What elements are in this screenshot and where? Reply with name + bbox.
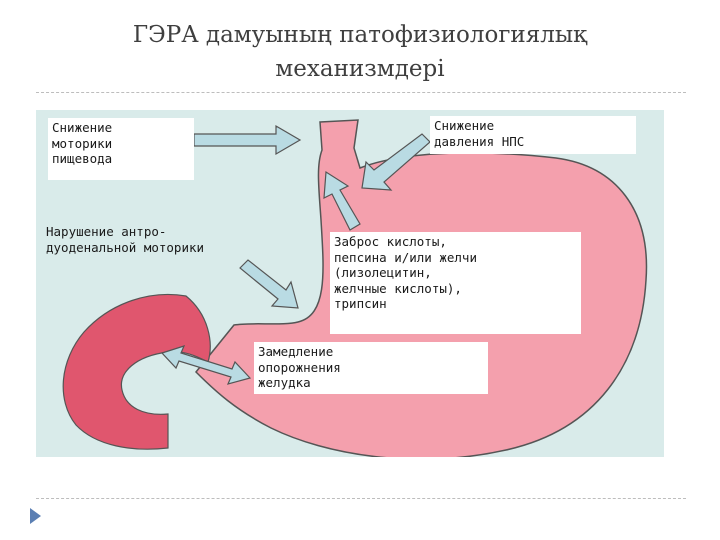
arrow-reflux	[323, 170, 361, 231]
top-divider	[36, 92, 686, 93]
label-gastric-emptying: Замедление опорожнения желудка	[254, 342, 488, 394]
slide-bullet-icon	[30, 508, 41, 524]
bottom-divider	[36, 498, 686, 499]
label-antroduodenal-motility: Нарушение антро- дуоденальной моторики	[46, 224, 205, 255]
arrow-esophagus-motility	[193, 124, 302, 156]
arrow-antroduodenal	[239, 259, 299, 309]
title-line-1: ГЭРА дамуының патофизиологиялық	[132, 22, 588, 48]
arrow-les-pressure	[361, 133, 431, 191]
label-esophagus-motility: Снижение моторики пищевода	[48, 118, 194, 180]
slide-title: ГЭРА дамуының патофизиологиялық механизм…	[60, 18, 660, 86]
label-les-pressure: Снижение давления НПС	[430, 116, 636, 154]
duodenum-shape	[62, 293, 211, 450]
gerd-pathophysiology-figure: Снижение моторики пищевода Снижение давл…	[36, 110, 664, 457]
label-reflux: Заброс кислоты, пепсина и/или желчи (лиз…	[330, 232, 581, 334]
arrow-gastric-emptying	[160, 345, 252, 385]
title-line-2: механизмдері	[275, 56, 445, 82]
